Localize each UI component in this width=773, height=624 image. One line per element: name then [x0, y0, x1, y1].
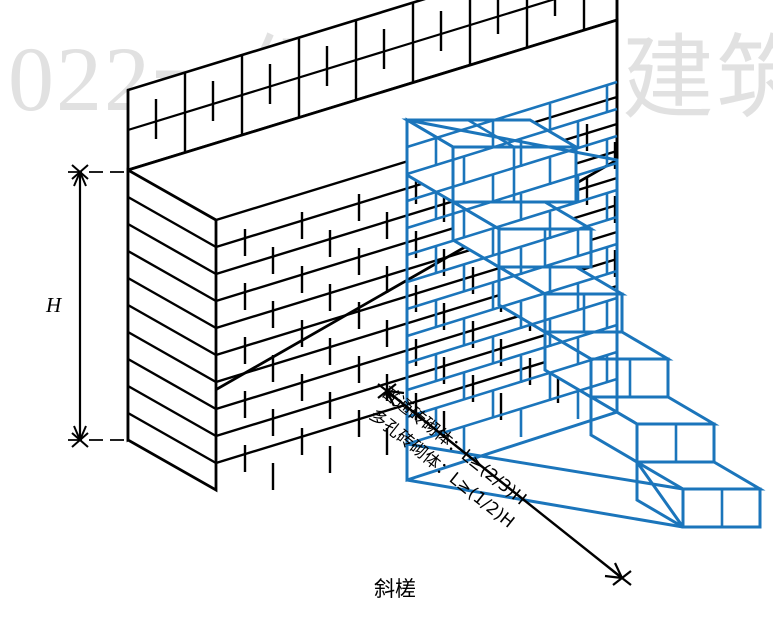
new-masonry-stepped-group: [401, 117, 766, 529]
wall-top-face-joints: [154, 0, 586, 152]
new-masonry-base: [406, 442, 762, 529]
new-masonry-front-courses: [406, 80, 618, 446]
height-dim-arrows: [71, 164, 89, 448]
raking-diagonal-faces: [574, 147, 716, 462]
step-3: [493, 264, 628, 335]
step-6: [631, 457, 766, 529]
length-dim-arrows: [377, 383, 632, 586]
new-masonry-front-head-joints: [434, 86, 609, 454]
length-dimension: [377, 383, 632, 586]
joint-type-caption: 斜槎: [374, 577, 416, 601]
new-masonry-front-face: [405, 118, 619, 483]
wall-left-end-courses: [127, 195, 217, 465]
step-5: [585, 394, 720, 465]
length-dim-line: [386, 390, 623, 579]
height-dimension: H: [45, 164, 128, 448]
height-label: H: [45, 293, 63, 317]
